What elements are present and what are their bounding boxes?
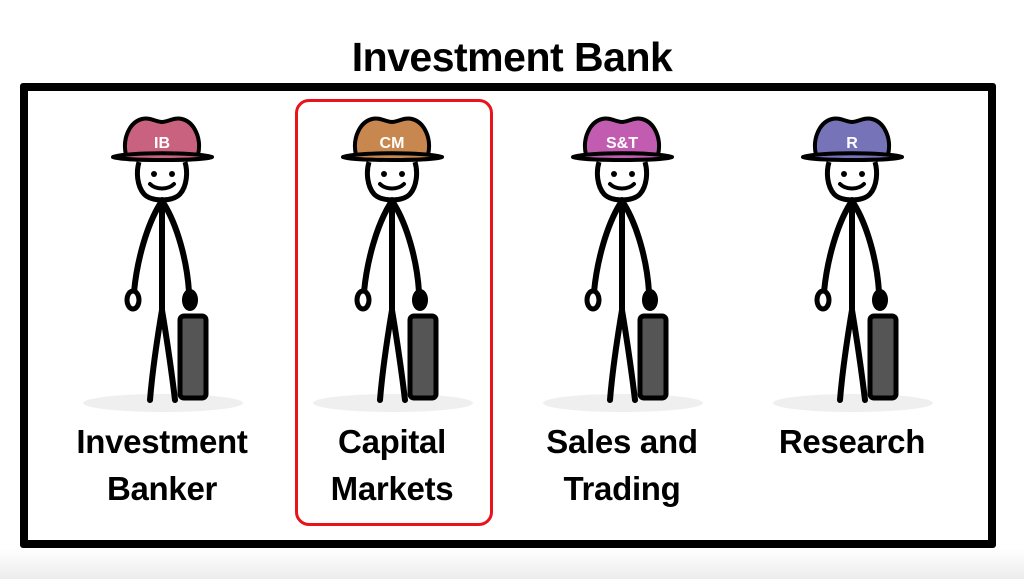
svg-text:R: R xyxy=(846,135,858,152)
stick-figure-icon: CM xyxy=(313,116,473,412)
capital-markets-highlight-box xyxy=(295,99,493,526)
role-investment-banker: IB Investment Banker xyxy=(52,100,272,520)
svg-text:S&T: S&T xyxy=(606,135,638,152)
stick-figure-icon: R xyxy=(773,116,933,412)
role-research: R Research xyxy=(742,100,962,520)
stick-figure-icon: S&T xyxy=(543,116,703,412)
stick-figure-icon: IB xyxy=(83,116,243,412)
bottom-shadow xyxy=(0,549,1024,579)
role-label: Sales and Trading xyxy=(546,423,698,507)
svg-text:CM: CM xyxy=(380,135,405,152)
role-label: Investment Banker xyxy=(76,423,248,507)
role-sales-and-trading: S&T Sales and Trading xyxy=(512,100,732,520)
role-label: Research xyxy=(778,423,926,460)
role-capital-markets: CM Capital Markets xyxy=(282,100,502,520)
role-label: Capital Markets xyxy=(330,423,454,507)
diagram-title: Investment Bank xyxy=(351,34,673,80)
svg-text:IB: IB xyxy=(154,135,170,152)
